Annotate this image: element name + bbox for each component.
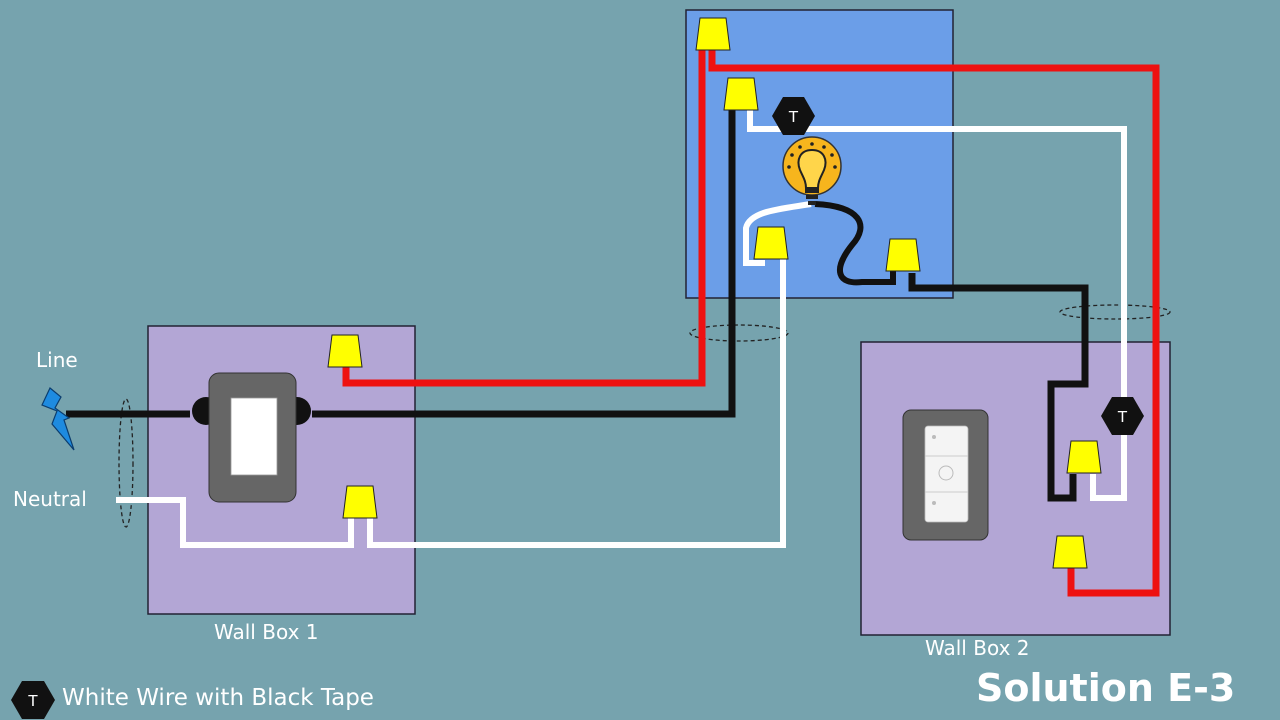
legend-text: White Wire with Black Tape (62, 685, 374, 711)
wire-nut (753, 226, 789, 260)
bulb-lead-black (814, 201, 896, 286)
wire-nut (327, 334, 363, 368)
legend-tape-marker: T (11, 681, 55, 719)
wire-nut (1052, 535, 1088, 569)
line-label: Line (36, 348, 78, 372)
black-wire (908, 273, 1089, 502)
cable-bundle-marker (118, 398, 134, 528)
white-taped-wire (747, 110, 1127, 501)
cable-bundle-marker (689, 324, 789, 342)
wire-nut (1066, 440, 1102, 474)
black-tape-marker: T (772, 97, 815, 135)
neutral-label: Neutral (13, 487, 87, 511)
white-neutral-wire (367, 259, 786, 548)
red-traveler-wire (342, 50, 706, 387)
wall-box-1-label: Wall Box 1 (214, 620, 319, 644)
red-traveler-wire (708, 50, 1160, 597)
black-tape-marker: T (1101, 397, 1144, 435)
tape-marker-label: T (27, 692, 38, 710)
cable-bundle-marker (1059, 304, 1171, 320)
bulb-lead-white (743, 201, 812, 266)
tape-marker-label: T (1117, 408, 1128, 426)
dimmer-switch (902, 409, 989, 541)
black-switched-wire (312, 110, 736, 418)
solution-title: Solution E-3 (976, 666, 1236, 710)
white-neutral-wire (116, 497, 354, 548)
wall-box-2-label: Wall Box 2 (925, 636, 1030, 660)
light-bulb-icon (782, 136, 842, 205)
wire-nut (723, 77, 759, 111)
wire-nut (885, 238, 921, 272)
tape-marker-label: T (788, 108, 799, 126)
wire-nut (342, 485, 378, 519)
wire-nut (695, 17, 731, 51)
toggle-switch (192, 372, 311, 503)
lightning-icon (41, 387, 75, 451)
